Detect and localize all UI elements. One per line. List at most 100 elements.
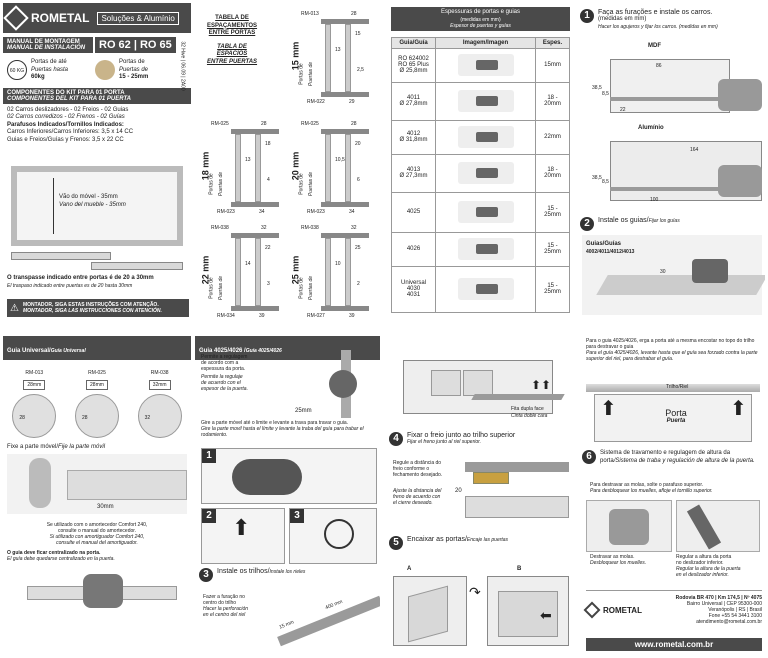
step6-number: 6 <box>582 450 596 464</box>
guia-line: Ø 27,3mm <box>399 173 428 179</box>
dim-a: 18 <box>265 141 271 147</box>
vao-es: Vano del mueble - 35mm <box>59 201 126 208</box>
fig1: 1 <box>201 448 377 504</box>
spacing-diagram: RM-025 28 18 mm Portas de Puertas de 18 … <box>200 121 285 217</box>
furacao-line: en el centro del riel <box>203 612 246 618</box>
brand-header: ROMETAL Soluções & Alumínio <box>3 3 191 33</box>
aluminio-diagram: 164 38,5 8,5 100 <box>590 137 762 209</box>
guide-image-icon <box>457 201 514 223</box>
footer-contact: ROMETAL Rodovia BR 470 | Km 174,5 | Nº 4… <box>583 590 762 625</box>
guia-line: 4030 <box>406 286 421 292</box>
guide4025-diagram: 25mm <box>281 350 377 420</box>
col-mm: 28mm <box>23 380 46 390</box>
address-block: Rodovia BR 470 | Km 174,5 | Nº 4075 Bair… <box>650 595 762 625</box>
furacao-line: centro do trilho <box>203 600 237 606</box>
esp-cell: 15mm <box>535 47 570 83</box>
intro-line: de acuerdo con el <box>201 380 241 386</box>
esp-line: 22mm <box>544 134 561 140</box>
table-row: 4026 15 -25mm <box>391 231 570 267</box>
door-thickness-icon <box>95 60 115 81</box>
left-arrow-icon: ⬅ <box>540 607 552 623</box>
furacao-line: Fazer a furação no <box>203 594 245 600</box>
mdf-dim: 86 <box>656 63 662 69</box>
aluminio-label: Alumínio <box>638 125 664 131</box>
furacao-text: Fazer a furação no centro do trilho Hace… <box>203 594 273 618</box>
esp-cell: 18 -20mm <box>535 153 570 193</box>
step2-title: 2 Instale os guias/Fijar los guías <box>580 217 680 231</box>
panel-intro: ROMETAL Soluções & Alumínio 32 Hwe | 06.… <box>3 3 191 320</box>
universal-columns: RM-013 28mm RM-025 28mm RM-038 32mm <box>3 370 191 390</box>
intro-line: Permite la regulaje <box>201 374 243 380</box>
comfort-note: Se utilizado com o amortecedor Comfort 2… <box>3 522 191 546</box>
universal-col: RM-013 28mm <box>23 370 46 390</box>
website-link[interactable]: www.rometal.com.br <box>586 638 762 651</box>
fixe-diagram: 30mm <box>7 453 187 514</box>
title-line: TABELA DE <box>215 15 249 21</box>
note1-pt: Se utilizado com o amortecedor Comfort 2… <box>46 521 148 528</box>
regule-line: fechamento desejado. <box>393 472 443 478</box>
thickness-table: Guia/Guía Imagem/Imagen Espes. RO 624002… <box>391 36 570 313</box>
up-arrow-icon: ⬆ <box>232 515 251 540</box>
cap1-es: Desbloquear los muelles. <box>590 560 647 566</box>
dim-c: 3 <box>267 281 270 287</box>
address-line: Rodovia BR 470 | Km 174,5 | Nº 4075 <box>675 595 762 601</box>
regule-line: freno de acuerdo con <box>393 494 441 500</box>
fixe-pt: Fixe a parte móvel/ <box>7 444 59 450</box>
esp-line: 15mm <box>544 62 561 68</box>
manual-header: MANUAL DE MONTAGEM MANUAL DE INSTALACIÓN… <box>3 37 191 53</box>
adjust-diagram <box>676 500 760 552</box>
intro-line: espesor de la puerta. <box>201 386 248 392</box>
guide-image-icon <box>457 54 514 76</box>
mdf-dim: 8,5 <box>602 91 609 97</box>
top-dim: 28 <box>351 121 357 127</box>
porta-label: Porta Puerta <box>646 408 706 426</box>
dim-b: 13 <box>245 157 251 163</box>
note2-es: El guía debe quedarse centralizado en la… <box>7 555 115 562</box>
kit-line: 02 Carros corredizos - 02 Frenos - 02 Gu… <box>7 114 125 120</box>
note1-es2: consulte el manual del amortiguador. <box>56 539 138 546</box>
step1-number: 1 <box>580 9 594 23</box>
esp-line: 15 - <box>547 206 558 212</box>
spacing-title: TABELA DE ESPAÇAMENTOS ENTRE PORTAS TABL… <box>197 15 267 66</box>
title-line: ESPACIOS <box>216 51 248 57</box>
up-arrows-icon: ⬆⬆ <box>531 378 552 392</box>
note2-pt: O guia deve ficar centralizado na porta. <box>7 549 101 556</box>
carriage-icon <box>718 79 762 111</box>
guide-image-icon <box>457 126 514 148</box>
dim-a: 20 <box>355 141 361 147</box>
guide-install-diagram: Guias/Guías 4002/4011/4012/4013 30 <box>582 235 765 315</box>
center-note: O guia deve ficar centralizado na porta.… <box>7 550 187 562</box>
image-cell <box>435 81 536 121</box>
cap2-line: Regular a altura da porta <box>676 554 732 560</box>
step1-title: 1 Faça as furações e instale os carros. … <box>580 9 765 30</box>
esp-cell: 15 -25mm <box>535 265 570 313</box>
universal-details: 28 28 32 <box>3 394 191 438</box>
door-guide-diagram <box>7 566 187 616</box>
email-link[interactable]: atendimento@rometal.com.br <box>696 619 762 625</box>
thick-pt: Portas de <box>119 59 145 65</box>
intro-es: Para el guía 4025/4026, levante hasta qu… <box>586 350 758 362</box>
detail-dim: 32 <box>144 415 151 421</box>
fita-pt: Fita dupla face <box>511 406 544 412</box>
top-dim: 32 <box>261 225 267 231</box>
detail-dim: 28 <box>81 415 88 421</box>
step4-number: 4 <box>389 432 403 446</box>
guia-line: Ø 27,8mm <box>399 101 428 107</box>
spacing-diagram: RM-025 28 20 mm Portas de Puertas de 20 … <box>290 121 375 217</box>
esp-line: 25mm <box>544 289 561 295</box>
col-mm: 28mm <box>86 380 108 390</box>
panel-guide-4025: Guia 4025/4026 /Guía 4025/4026 Permite a… <box>195 336 380 654</box>
rail-dim: 400 mm <box>324 598 344 612</box>
mdf-label: MDF <box>648 43 661 49</box>
kit-line: Guias e Freios/Guías y Frenos: 3,5 x 22 … <box>7 136 124 143</box>
manual-label-box: MANUAL DE MONTAGEM MANUAL DE INSTALACIÓN <box>3 37 93 53</box>
intro-line: Permite a regulagem <box>201 354 248 360</box>
cap1-pt: Destravar as molas. <box>590 554 635 560</box>
puertas-label: Puertas de <box>308 171 315 197</box>
step6-pt: Sistema de travamento e regulagem de alt… <box>600 450 731 464</box>
kit-es: COMPONENTES DEL KIT PARA 01 PUERTA <box>7 95 132 102</box>
panel-step6: Para o guia 4025/4026, erga a porta até … <box>580 336 765 654</box>
thickness-title-pt: Espessuras de portas e guias <box>440 9 521 15</box>
